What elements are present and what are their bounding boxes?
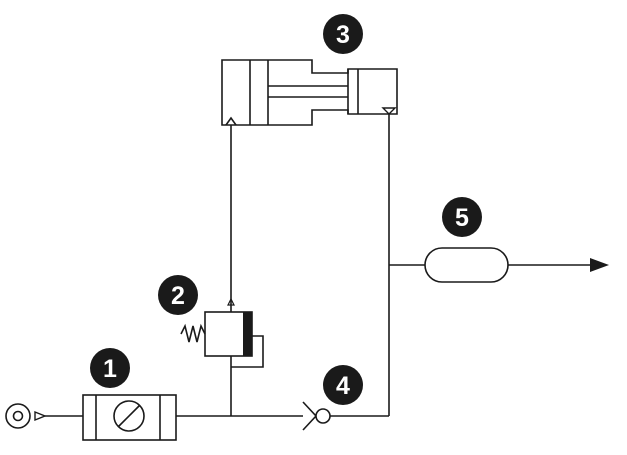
badge-2-label: 2 (171, 282, 185, 310)
pilot-line (231, 335, 264, 368)
badge-4: 4 (323, 365, 363, 405)
pressure-valve (180, 297, 264, 368)
outlet-arrow-icon (590, 258, 609, 272)
badge-2: 2 (158, 275, 198, 315)
badge-3-label: 3 (336, 21, 350, 49)
accumulator-tank (424, 247, 509, 283)
badge-4-label: 4 (336, 372, 350, 400)
badge-5: 5 (442, 197, 482, 237)
filter-unit (82, 394, 177, 441)
badge-1: 1 (90, 348, 130, 388)
badge-5-label: 5 (455, 204, 469, 232)
check-valve (302, 401, 331, 431)
cylinder (221, 59, 398, 126)
badge-3: 3 (323, 14, 363, 54)
badge-1-label: 1 (103, 355, 117, 383)
spring-icon (180, 323, 206, 343)
pressure-source (5, 403, 47, 429)
